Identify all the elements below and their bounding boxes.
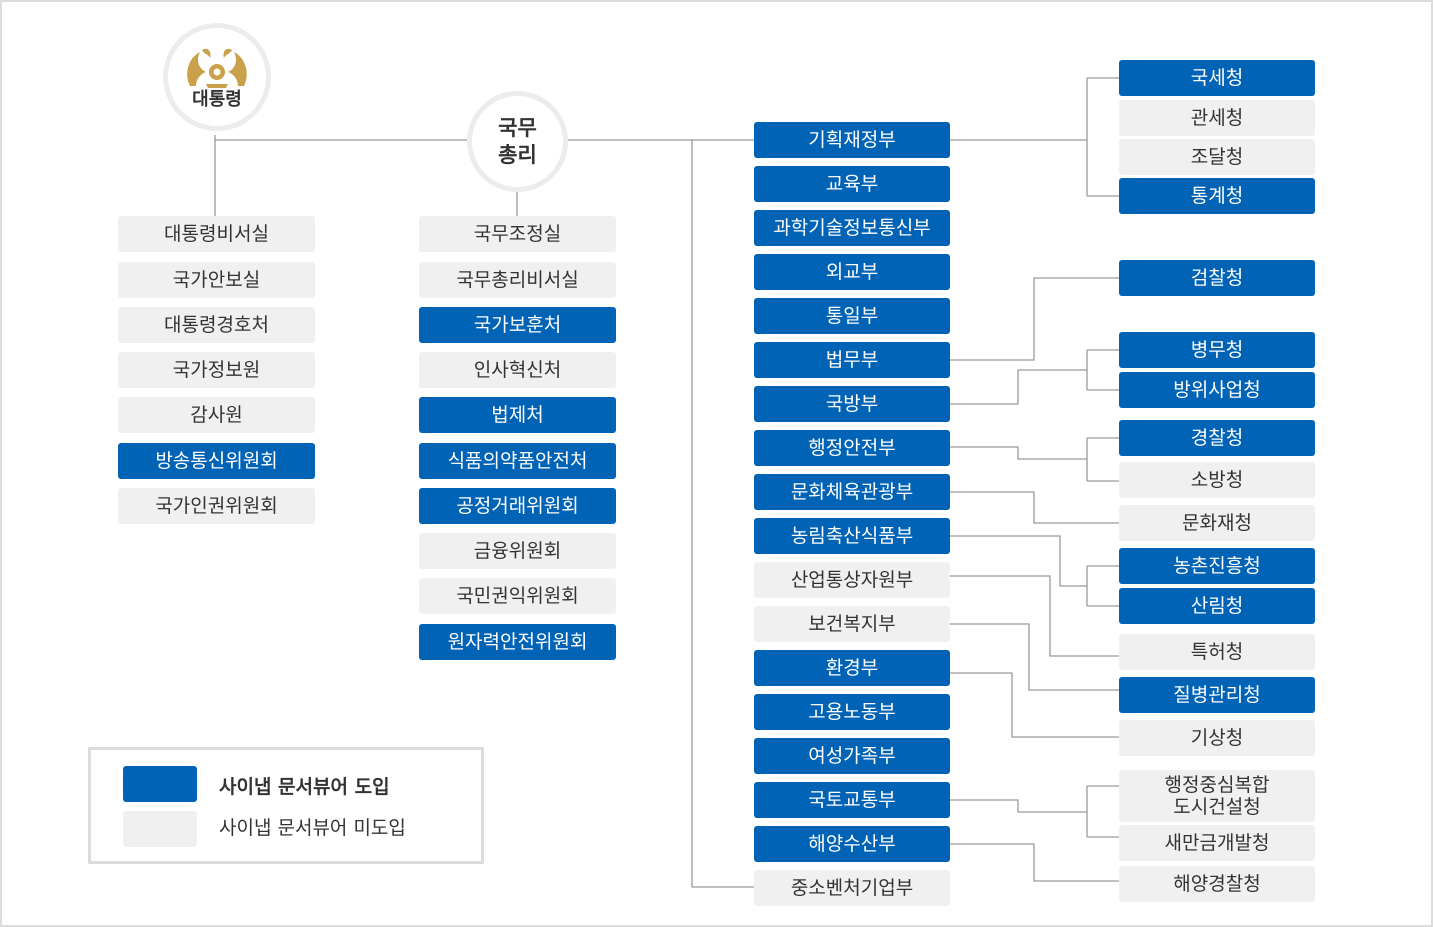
presidential-phoenix-emblem-icon [187, 48, 247, 88]
prime-minister-node: 국무 총리 [467, 91, 568, 192]
connector-mnd-agencies [949, 349, 1119, 405]
agency-node: 질병관리청 [1119, 677, 1315, 713]
ministry-node: 고용노동부 [754, 694, 950, 730]
prime-minister-label: 국무 총리 [498, 115, 537, 167]
ministry-node: 보건복지부 [754, 606, 950, 642]
ministry-node: 산업통상자원부 [754, 562, 950, 598]
connector-mof-coastguard [949, 843, 1119, 882]
agency-node: 국세청 [1119, 60, 1315, 96]
connector-mois-agencies [949, 437, 1119, 482]
pm-org-node: 국무조정실 [419, 216, 616, 252]
agency-node: 특허청 [1119, 634, 1315, 670]
connector-mafra-agencies [949, 535, 1119, 607]
legend-swatch-adopted [123, 766, 197, 802]
ministry-node: 통일부 [754, 298, 950, 334]
connector-president-pm [214, 135, 468, 216]
ministry-node: 문화체육관광부 [754, 474, 950, 510]
agency-node: 검찰청 [1119, 260, 1315, 296]
ministry-node: 과학기술정보통신부 [754, 210, 950, 246]
pm-org-node: 법제처 [419, 397, 616, 433]
pm-org-node: 식품의약품안전처 [419, 443, 616, 479]
connector-motie-patent [949, 575, 1119, 657]
connector-moef-agencies [949, 77, 1119, 197]
agency-node: 조달청 [1119, 139, 1315, 175]
legend-label-not-adopted: 사이냅 문서뷰어 미도입 [219, 817, 406, 839]
ministry-node: 중소벤처기업부 [754, 870, 950, 906]
pm-org-node: 국민권익위원회 [419, 578, 616, 614]
pm-org-node: 국무총리비서실 [419, 262, 616, 298]
agency-node: 관세청 [1119, 100, 1315, 136]
legend: 사이냅 문서뷰어 도입 사이냅 문서뷰어 미도입 [88, 747, 484, 864]
legend-label-adopted: 사이냅 문서뷰어 도입 [219, 776, 390, 798]
pm-org-node: 공정거래위원회 [419, 488, 616, 524]
agency-node: 병무청 [1119, 332, 1315, 368]
connector-me-kma [949, 672, 1119, 738]
president-node: 대통령 [163, 23, 271, 131]
legend-swatch-not-adopted [123, 811, 197, 847]
agency-node: 방위사업청 [1119, 372, 1315, 408]
ministry-node: 여성가족부 [754, 738, 950, 774]
president-org-node: 국가안보실 [118, 262, 315, 298]
agency-node: 해양경찰청 [1119, 866, 1315, 902]
agency-node: 기상청 [1119, 720, 1315, 756]
pm-org-node: 원자력안전위원회 [419, 624, 616, 660]
agency-node: 행정중심복합 도시건설청 [1119, 770, 1315, 822]
ministry-node: 교육부 [754, 166, 950, 202]
president-org-node: 국가인권위원회 [118, 488, 315, 524]
ministry-node: 행정안전부 [754, 430, 950, 466]
connector-mcst-heritage [949, 491, 1119, 524]
ministry-node: 국토교통부 [754, 782, 950, 818]
agency-node: 경찰청 [1119, 420, 1315, 456]
connector-moj-prosecution [949, 277, 1119, 361]
agency-node: 새만금개발청 [1119, 825, 1315, 861]
connector-ministry-spine [691, 140, 754, 888]
president-org-node: 대통령경호처 [118, 307, 315, 343]
ministry-node: 국방부 [754, 386, 950, 422]
president-org-node: 국가정보원 [118, 352, 315, 388]
agency-node: 산림청 [1119, 588, 1315, 624]
ministry-node: 외교부 [754, 254, 950, 290]
pm-org-node: 인사혁신처 [419, 352, 616, 388]
ministry-node: 해양수산부 [754, 826, 950, 862]
connector-mohw-kdca [949, 623, 1119, 691]
president-label: 대통령 [192, 89, 242, 110]
pm-org-node: 금융위원회 [419, 533, 616, 569]
ministry-node: 법무부 [754, 342, 950, 378]
president-org-node: 대통령비서실 [118, 216, 315, 252]
connector-molit-agencies [949, 785, 1119, 838]
agency-node: 문화재청 [1119, 505, 1315, 541]
pm-org-node: 국가보훈처 [419, 307, 616, 343]
president-org-node: 감사원 [118, 397, 315, 433]
agency-node: 소방청 [1119, 462, 1315, 498]
ministry-node: 기획재정부 [754, 122, 950, 158]
ministry-node: 농림축산식품부 [754, 518, 950, 554]
agency-node: 농촌진흥청 [1119, 548, 1315, 584]
president-org-node: 방송통신위원회 [118, 443, 315, 479]
agency-node: 통계청 [1119, 178, 1315, 214]
ministry-node: 환경부 [754, 650, 950, 686]
